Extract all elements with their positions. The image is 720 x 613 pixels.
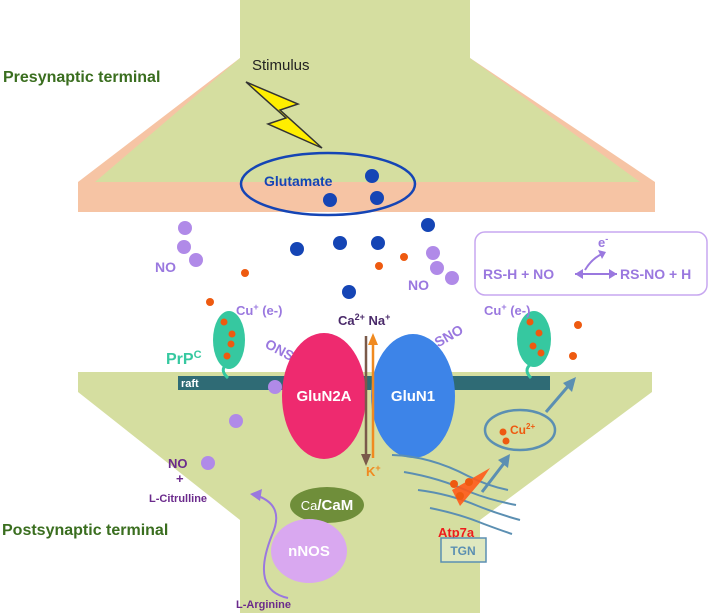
nnos-label: nNOS — [288, 543, 330, 560]
glun1-label: GluN1 — [391, 388, 435, 405]
cu2-label: Cu2+ — [510, 422, 535, 437]
glutamate-dot — [333, 236, 347, 250]
ca-na-label: Ca2+ Na+ — [338, 312, 390, 328]
tgn-label: TGN — [450, 544, 475, 558]
glun2a-label: GluN2A — [296, 388, 351, 405]
no-label-left: NO — [155, 259, 176, 275]
cu-label-right: Cu+ (e-) — [484, 302, 530, 318]
glutamate-vesicle — [239, 151, 417, 217]
k-label: K+ — [366, 463, 381, 479]
no-cluster-left — [177, 221, 203, 267]
glutamate-dot — [365, 169, 379, 183]
tgn-box — [440, 537, 487, 563]
cu-label-left: Cu+ (e-) — [236, 302, 282, 318]
glutamate-dot — [290, 242, 304, 256]
glun2a-subunit — [282, 333, 366, 459]
copper-transport-arrows — [480, 377, 576, 493]
plus-label: + — [176, 471, 184, 486]
glutamate-dot — [370, 191, 384, 205]
prp-label: PrPC — [166, 349, 202, 368]
atp7a-label: Atp7a — [438, 525, 475, 540]
presynaptic-label: Presynaptic terminal — [3, 69, 160, 86]
glutamate-label: Glutamate — [264, 173, 333, 189]
stimulus-label: Stimulus — [252, 57, 310, 74]
l-arginine-label: L-Arginine — [236, 599, 291, 611]
no-label-right: NO — [408, 277, 429, 293]
no-post-label: NO — [168, 456, 188, 471]
tgn-membranes — [391, 454, 521, 535]
glutamate-dot — [371, 236, 385, 250]
raft-label: raft — [181, 378, 199, 390]
postsynaptic-body — [78, 372, 652, 613]
copper-dot — [502, 437, 510, 445]
no-dot — [229, 414, 243, 428]
ca-cam — [290, 487, 364, 523]
presynaptic-body — [95, 0, 640, 182]
glun1-subunit — [371, 334, 455, 458]
prp-right — [517, 311, 551, 380]
glutamate-dot — [342, 285, 356, 299]
nnos — [271, 519, 347, 583]
glutamate-dot — [323, 193, 337, 207]
stimulus-bolt-icon — [245, 81, 323, 149]
nnos-arrow — [250, 489, 289, 599]
prp-left — [213, 311, 245, 380]
glutamate-dot — [421, 218, 435, 232]
l-citrulline-label: L-Citrulline — [149, 493, 207, 505]
reaction-left: RS-H + NO — [483, 266, 554, 282]
reaction-box: RS-H + NO RS-NO + H e- — [474, 231, 708, 296]
ca-cam-label: Ca/CaM — [301, 497, 353, 514]
reaction-right: RS-NO + H — [620, 266, 691, 282]
copper-dot — [499, 428, 507, 436]
no-dot — [268, 380, 282, 394]
presynaptic-terminal — [78, 0, 655, 212]
postsynaptic-label: Postsynaptic terminal — [2, 522, 168, 539]
no-cluster-right — [426, 246, 459, 285]
reaction-electron: e- — [598, 234, 608, 250]
no-dot — [201, 456, 215, 470]
ion-flow-arrows — [361, 333, 378, 466]
cu2-vesicle — [483, 408, 557, 452]
copper-dots-cleft — [206, 253, 582, 360]
copper-dots-tgn — [450, 478, 473, 500]
